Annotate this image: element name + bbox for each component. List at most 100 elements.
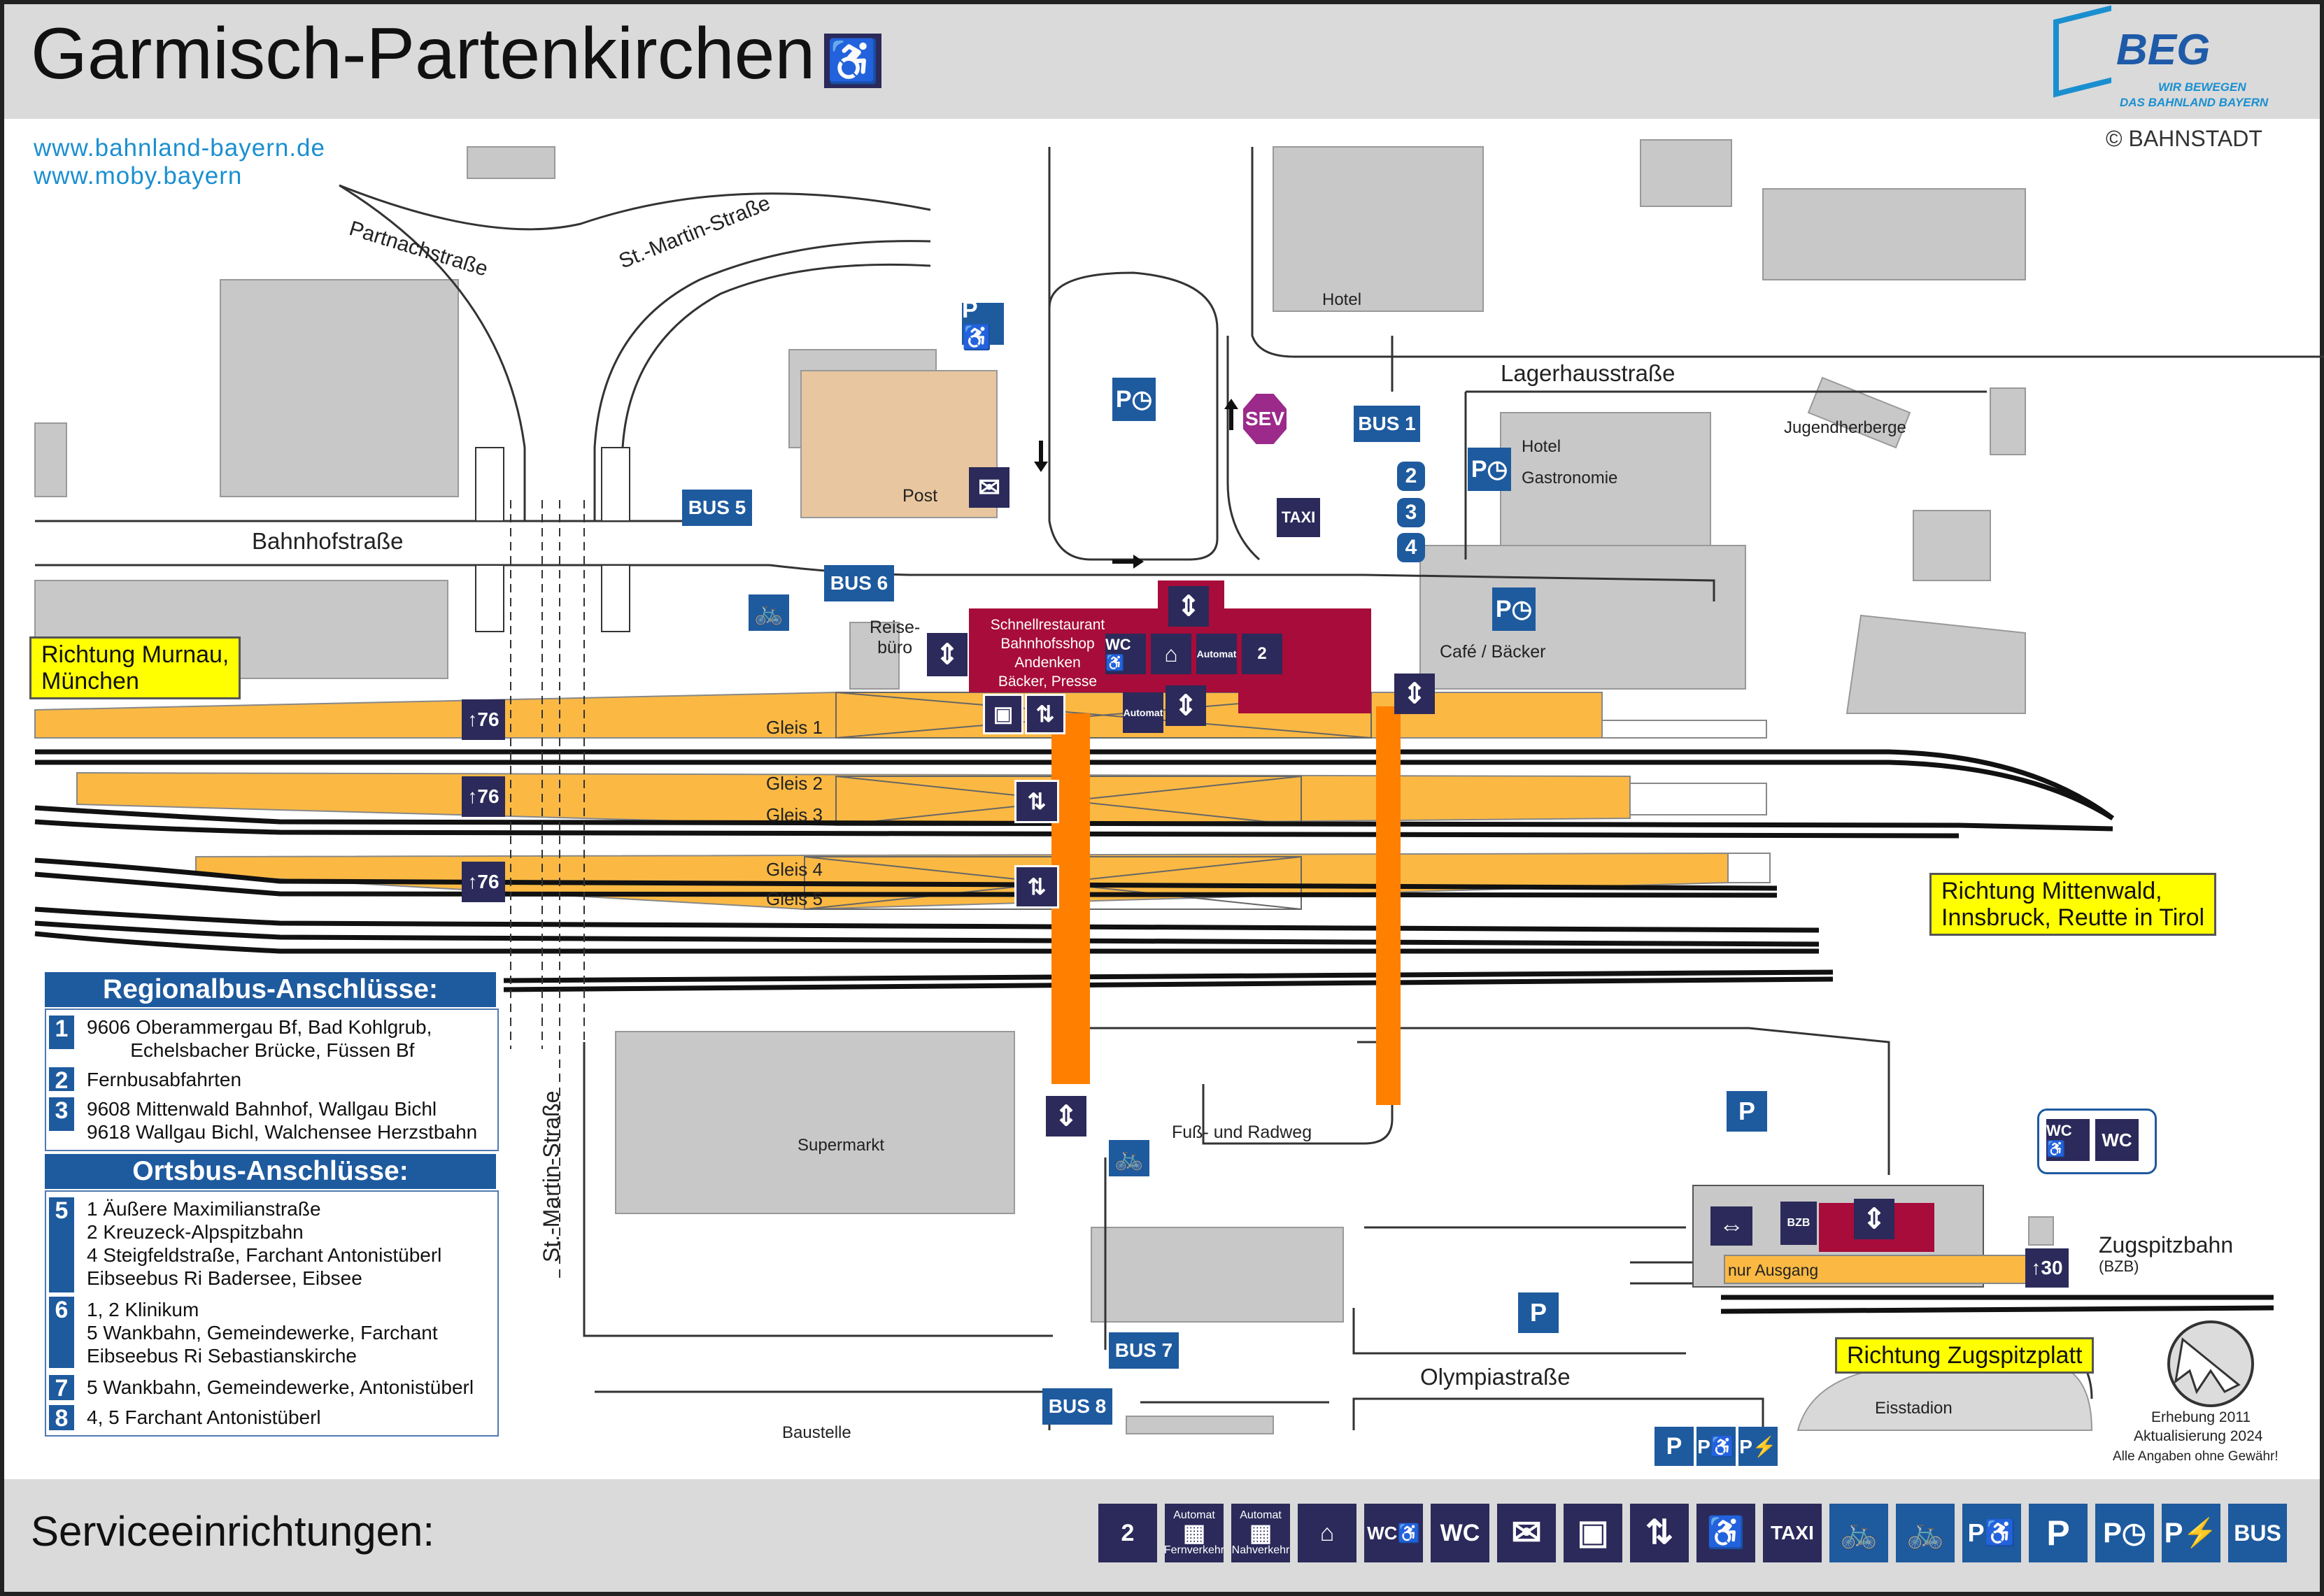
ortsbus-heading: Ortsbus-Anschlüsse: xyxy=(45,1154,496,1189)
underpass-east xyxy=(1376,706,1401,1105)
beg-logo-icon xyxy=(2053,5,2111,98)
header-band xyxy=(0,0,2324,119)
label-gleis4: Gleis 4 xyxy=(766,859,823,880)
lift-icon: ⇕ xyxy=(1046,1096,1086,1137)
info-point-icon: ⌂ xyxy=(1298,1504,1356,1562)
regional-text-3: 9608 Mittenwald Bahnhof, Wallgau Bichl 9… xyxy=(87,1098,478,1143)
label-jugendherberge: Jugendherberge xyxy=(1784,418,1906,437)
parking-accessible-icon: P♿ xyxy=(962,297,1004,351)
copyright: © BAHNSTADT xyxy=(2106,126,2262,151)
regional-num-2: 2 xyxy=(49,1067,74,1094)
survey-line3: Alle Angaben ohne Gewähr! xyxy=(2113,1449,2279,1464)
ticket-machine-icon: Automat xyxy=(1196,634,1237,674)
bus-stop-6: BUS 6 xyxy=(824,565,894,601)
ticket-icon: 2 xyxy=(1242,634,1282,674)
bike-icon: 🚲 xyxy=(1896,1504,1955,1562)
platforms xyxy=(34,692,1771,911)
lift-icon: ⇕ xyxy=(1168,586,1209,627)
wc-icon: WC xyxy=(2095,1119,2139,1161)
info-point-icon: ⌂ xyxy=(1151,634,1191,674)
survey-line2: Aktualisierung 2024 xyxy=(2134,1428,2263,1444)
regional-num-3: 3 xyxy=(49,1097,74,1131)
direction-murnau: Richtung Murnau, München xyxy=(29,636,241,699)
label-zugspitzbahn: Zugspitzbahn xyxy=(2099,1232,2234,1257)
logo-sub2: DAS BAHNLAND BAYERN xyxy=(2120,96,2269,109)
regional-heading: Regionalbus-Anschlüsse: xyxy=(45,972,496,1007)
ticket-machine-icon: Automat▦Fernverkehr xyxy=(1164,1504,1224,1562)
wc-accessible-icon: WC♿ xyxy=(2046,1119,2090,1161)
steps-icon-g23: ↑76 xyxy=(462,776,505,817)
label-station-shops: Schnellrestaurant Bahnhofsshop Andenken … xyxy=(990,617,1105,690)
logo-sub1: WIR BEWEGEN xyxy=(2158,80,2246,94)
bike-parking-icon: 🚲 xyxy=(749,594,789,631)
regional-text-2: Fernbusabfahrten xyxy=(87,1069,242,1090)
parking-icon: P xyxy=(1518,1292,1559,1333)
ticket-icon: BZB xyxy=(1780,1202,1817,1245)
ev-charging-icon: P⚡ xyxy=(2162,1504,2220,1562)
bus-stop-3: 3 xyxy=(1397,498,1425,527)
tracks xyxy=(34,749,2274,1314)
link-bahnland[interactable]: www.bahnland-bayern.de xyxy=(34,134,325,162)
label-nur-ausgang: nur Ausgang xyxy=(1728,1261,1819,1279)
parking-timed-icon: P◷ xyxy=(1468,448,1511,491)
regional-num-1: 1 xyxy=(49,1016,74,1049)
link-moby[interactable]: www.moby.bayern xyxy=(34,162,243,190)
ticket-machine-icon: Automat xyxy=(1123,692,1163,733)
ortsbus-text-8: 4, 5 Farchant Antonistüberl xyxy=(87,1406,321,1428)
bus-stop-5: BUS 5 xyxy=(682,490,752,526)
label-gastronomie: Gastronomie xyxy=(1522,469,1618,487)
label-supermarkt: Supermarkt xyxy=(798,1136,885,1155)
label-gleis1: Gleis 1 xyxy=(766,717,823,738)
parking-timed-icon: P◷ xyxy=(2095,1504,2154,1562)
footer-label: Serviceeinrichtungen: xyxy=(31,1508,435,1555)
stairs-icon: ⇅ xyxy=(1025,694,1065,734)
direction-zugspitzplatt: Richtung Zugspitzplatt xyxy=(1835,1337,2095,1374)
label-cafe: Café / Bäcker xyxy=(1440,642,1546,662)
ev-charging-icon: P⚡ xyxy=(1738,1427,1778,1466)
regional-text-1: 9606 Oberammergau Bf, Bad Kohlgrub, Eche… xyxy=(87,1016,432,1061)
lift-icon: ⇕ xyxy=(927,633,968,676)
ortsbus-num-5: 5 xyxy=(49,1197,74,1292)
label-bzb: (BZB) xyxy=(2099,1257,2139,1275)
bus-stop-4: 4 xyxy=(1397,533,1425,562)
bike-parking-icon: 🚲 xyxy=(1109,1140,1149,1176)
ortsbus-text-5: 1 Äußere Maximilianstraße 2 Kreuzeck-Alp… xyxy=(87,1198,442,1289)
stairs-icon: ⇅ xyxy=(1014,780,1059,823)
sev-icon: SEV xyxy=(1243,394,1287,444)
steps-icon-bzb: ↑30 xyxy=(2025,1248,2069,1288)
street-outlines xyxy=(35,147,2324,1462)
label-hotel1: Hotel xyxy=(1322,290,1362,309)
label-gleis5: Gleis 5 xyxy=(766,888,823,909)
parking-timed-icon: P◷ xyxy=(1112,378,1156,421)
ticket-machine-icon: Automat▦Nahverkehr xyxy=(1231,1504,1290,1562)
ortsbus-num-6: 6 xyxy=(49,1297,74,1368)
steps-icon-g45: ↑76 xyxy=(462,862,505,902)
street-fuss-rad: Fuß- und Radweg xyxy=(1172,1123,1312,1142)
bus-stop-7: BUS 7 xyxy=(1109,1332,1179,1369)
survey-line1: Erhebung 2011 xyxy=(2151,1409,2251,1425)
stairlift-icon: ♿ xyxy=(1696,1504,1755,1562)
regional-list: 1 9606 Oberammergau Bf, Bad Kohlgrub, Ec… xyxy=(45,1009,499,1151)
taxi-icon: TAXI xyxy=(1763,1504,1822,1562)
mail-icon: ✉ xyxy=(969,467,1009,508)
ortsbus-list: 5 1 Äußere Maximilianstraße 2 Kreuzeck-A… xyxy=(45,1190,499,1437)
parking-accessible-icon: P♿ xyxy=(1696,1427,1736,1466)
parking-icon: P xyxy=(1655,1427,1694,1466)
locker-icon: ▣ xyxy=(1564,1504,1622,1562)
parking-accessible-icon: P♿ xyxy=(1962,1504,2021,1562)
street-lagerhaus: Lagerhausstraße xyxy=(1501,360,1675,386)
wheelchair-icon: ♿ xyxy=(824,34,881,88)
label-eisstadion: Eisstadion xyxy=(1875,1399,1953,1418)
logo-text: BEG xyxy=(2116,26,2211,74)
wc-icon: WC xyxy=(1431,1504,1489,1562)
ramp-icon: ⇔ xyxy=(1710,1206,1752,1246)
lift-icon: ⇕ xyxy=(1165,685,1206,726)
street-olympia: Olympiastraße xyxy=(1420,1364,1571,1390)
bike-parking-icon: 🚲 xyxy=(1829,1504,1888,1562)
ortsbus-num-8: 8 xyxy=(49,1405,74,1432)
mail-icon: ✉ xyxy=(1497,1504,1556,1562)
parking-timed-icon: P◷ xyxy=(1492,587,1536,631)
